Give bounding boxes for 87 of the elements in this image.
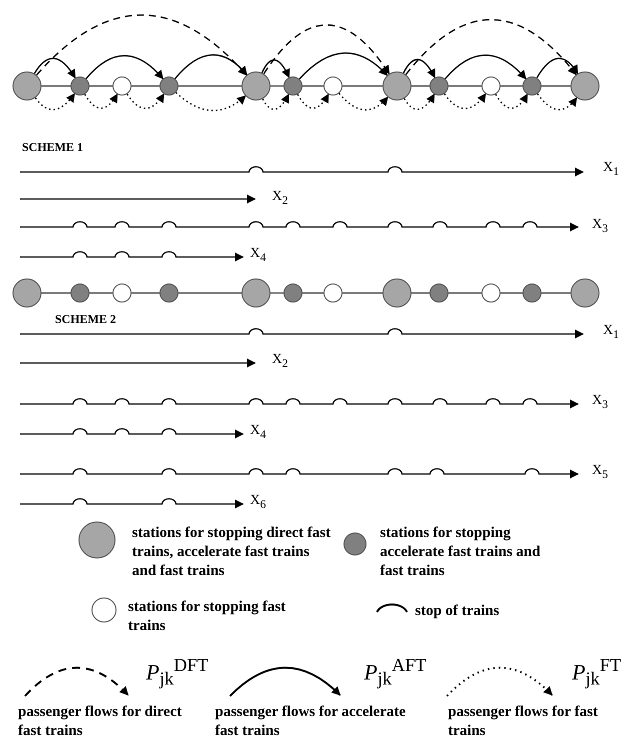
track-line <box>302 85 324 87</box>
route-label: X$_{2}$ <box>272 189 288 207</box>
route-label: X$_{2}$ <box>272 352 288 370</box>
station-circle <box>430 284 448 302</box>
station-circle <box>324 284 342 302</box>
dotted-arrow <box>404 93 435 110</box>
station-circle <box>12 72 42 100</box>
track-line <box>132 292 160 294</box>
scheme-heading: SCHEME 2 <box>55 312 116 327</box>
station-circle <box>12 278 42 308</box>
station-circle <box>70 284 90 302</box>
legend-text: stations for stopping direct fast trains, accelerate fast trains and fast trains <box>132 524 332 581</box>
dotted-arrow <box>126 93 164 109</box>
route-label: X$_{5}$ <box>592 463 608 481</box>
track-line <box>42 292 70 294</box>
dotted-arrow <box>34 93 76 110</box>
dotted-arrow <box>495 94 528 109</box>
track-line <box>500 85 522 87</box>
track-line <box>448 85 482 87</box>
track-line <box>132 85 160 87</box>
arrow <box>536 58 578 78</box>
dotted-arrow <box>444 93 486 110</box>
station-circle <box>382 278 412 308</box>
track-line <box>178 85 242 87</box>
dotted-arrow <box>338 92 388 110</box>
track-line <box>448 292 482 294</box>
station-circle <box>160 284 178 302</box>
legend-text: passenger flows for fast trains <box>448 703 598 741</box>
legend-text: passenger flows for accelerate fast trains <box>215 703 407 741</box>
scheme-heading: SCHEME 1 <box>22 140 84 155</box>
station-circle <box>570 278 600 308</box>
dotted-arrow <box>175 92 246 112</box>
station-circle <box>160 76 178 96</box>
track-line <box>542 85 570 87</box>
track-line <box>342 85 382 87</box>
station-circle <box>70 76 90 96</box>
track-line <box>42 85 70 87</box>
legend-text: stations for stopping fast trains <box>128 598 287 636</box>
legend-text: stop of trains <box>415 602 500 621</box>
station-circle <box>382 72 412 100</box>
dotted-arrow <box>262 94 290 110</box>
station-circle <box>482 76 500 96</box>
dotted-arrow <box>297 94 329 109</box>
legend-text: stations for stopping accelerate fast trains and fast trains <box>380 524 542 581</box>
track-line <box>178 292 242 294</box>
station-circle <box>522 76 542 96</box>
track-line <box>342 292 382 294</box>
station-circle <box>284 284 302 302</box>
track-line <box>90 85 112 87</box>
track-line <box>542 292 570 294</box>
arrow <box>444 54 526 80</box>
track-line <box>412 292 430 294</box>
station-circle <box>242 72 270 100</box>
route-label: X$_{4}$ <box>250 246 266 264</box>
track-line <box>412 85 430 87</box>
route-label: X$_{3}$ <box>592 393 608 411</box>
dashed-arrow <box>263 24 390 75</box>
track-line <box>270 85 284 87</box>
route-label: X$_{6}$ <box>250 493 266 511</box>
arrow <box>402 58 436 78</box>
station-circle <box>112 76 132 96</box>
track-line <box>302 292 324 294</box>
route-label: X$_{1}$ <box>603 323 619 341</box>
legend-text: passenger flows for direct fast trains <box>18 703 183 741</box>
station-circle <box>284 76 302 96</box>
station-circle <box>430 76 448 96</box>
arrow <box>174 54 248 80</box>
track-line <box>90 292 112 294</box>
track-line <box>270 292 284 294</box>
station-circle <box>522 284 542 302</box>
station-circle <box>570 72 600 100</box>
route-label: X$_{4}$ <box>250 423 266 441</box>
track-line <box>500 292 522 294</box>
arrow <box>86 54 164 80</box>
route-label: X$_{3}$ <box>592 217 608 235</box>
dotted-arrow <box>536 93 578 110</box>
dotted-arrow <box>84 93 118 109</box>
station-circle <box>482 284 500 302</box>
station-circle <box>242 278 270 308</box>
arrow <box>34 58 76 79</box>
arrow <box>298 52 388 80</box>
arrow <box>261 59 290 78</box>
station-circle <box>112 284 132 302</box>
route-label: X$_{1}$ <box>603 160 619 178</box>
station-circle <box>324 76 342 96</box>
dashed-arrow <box>405 19 577 76</box>
dashed-arrow <box>36 14 248 76</box>
